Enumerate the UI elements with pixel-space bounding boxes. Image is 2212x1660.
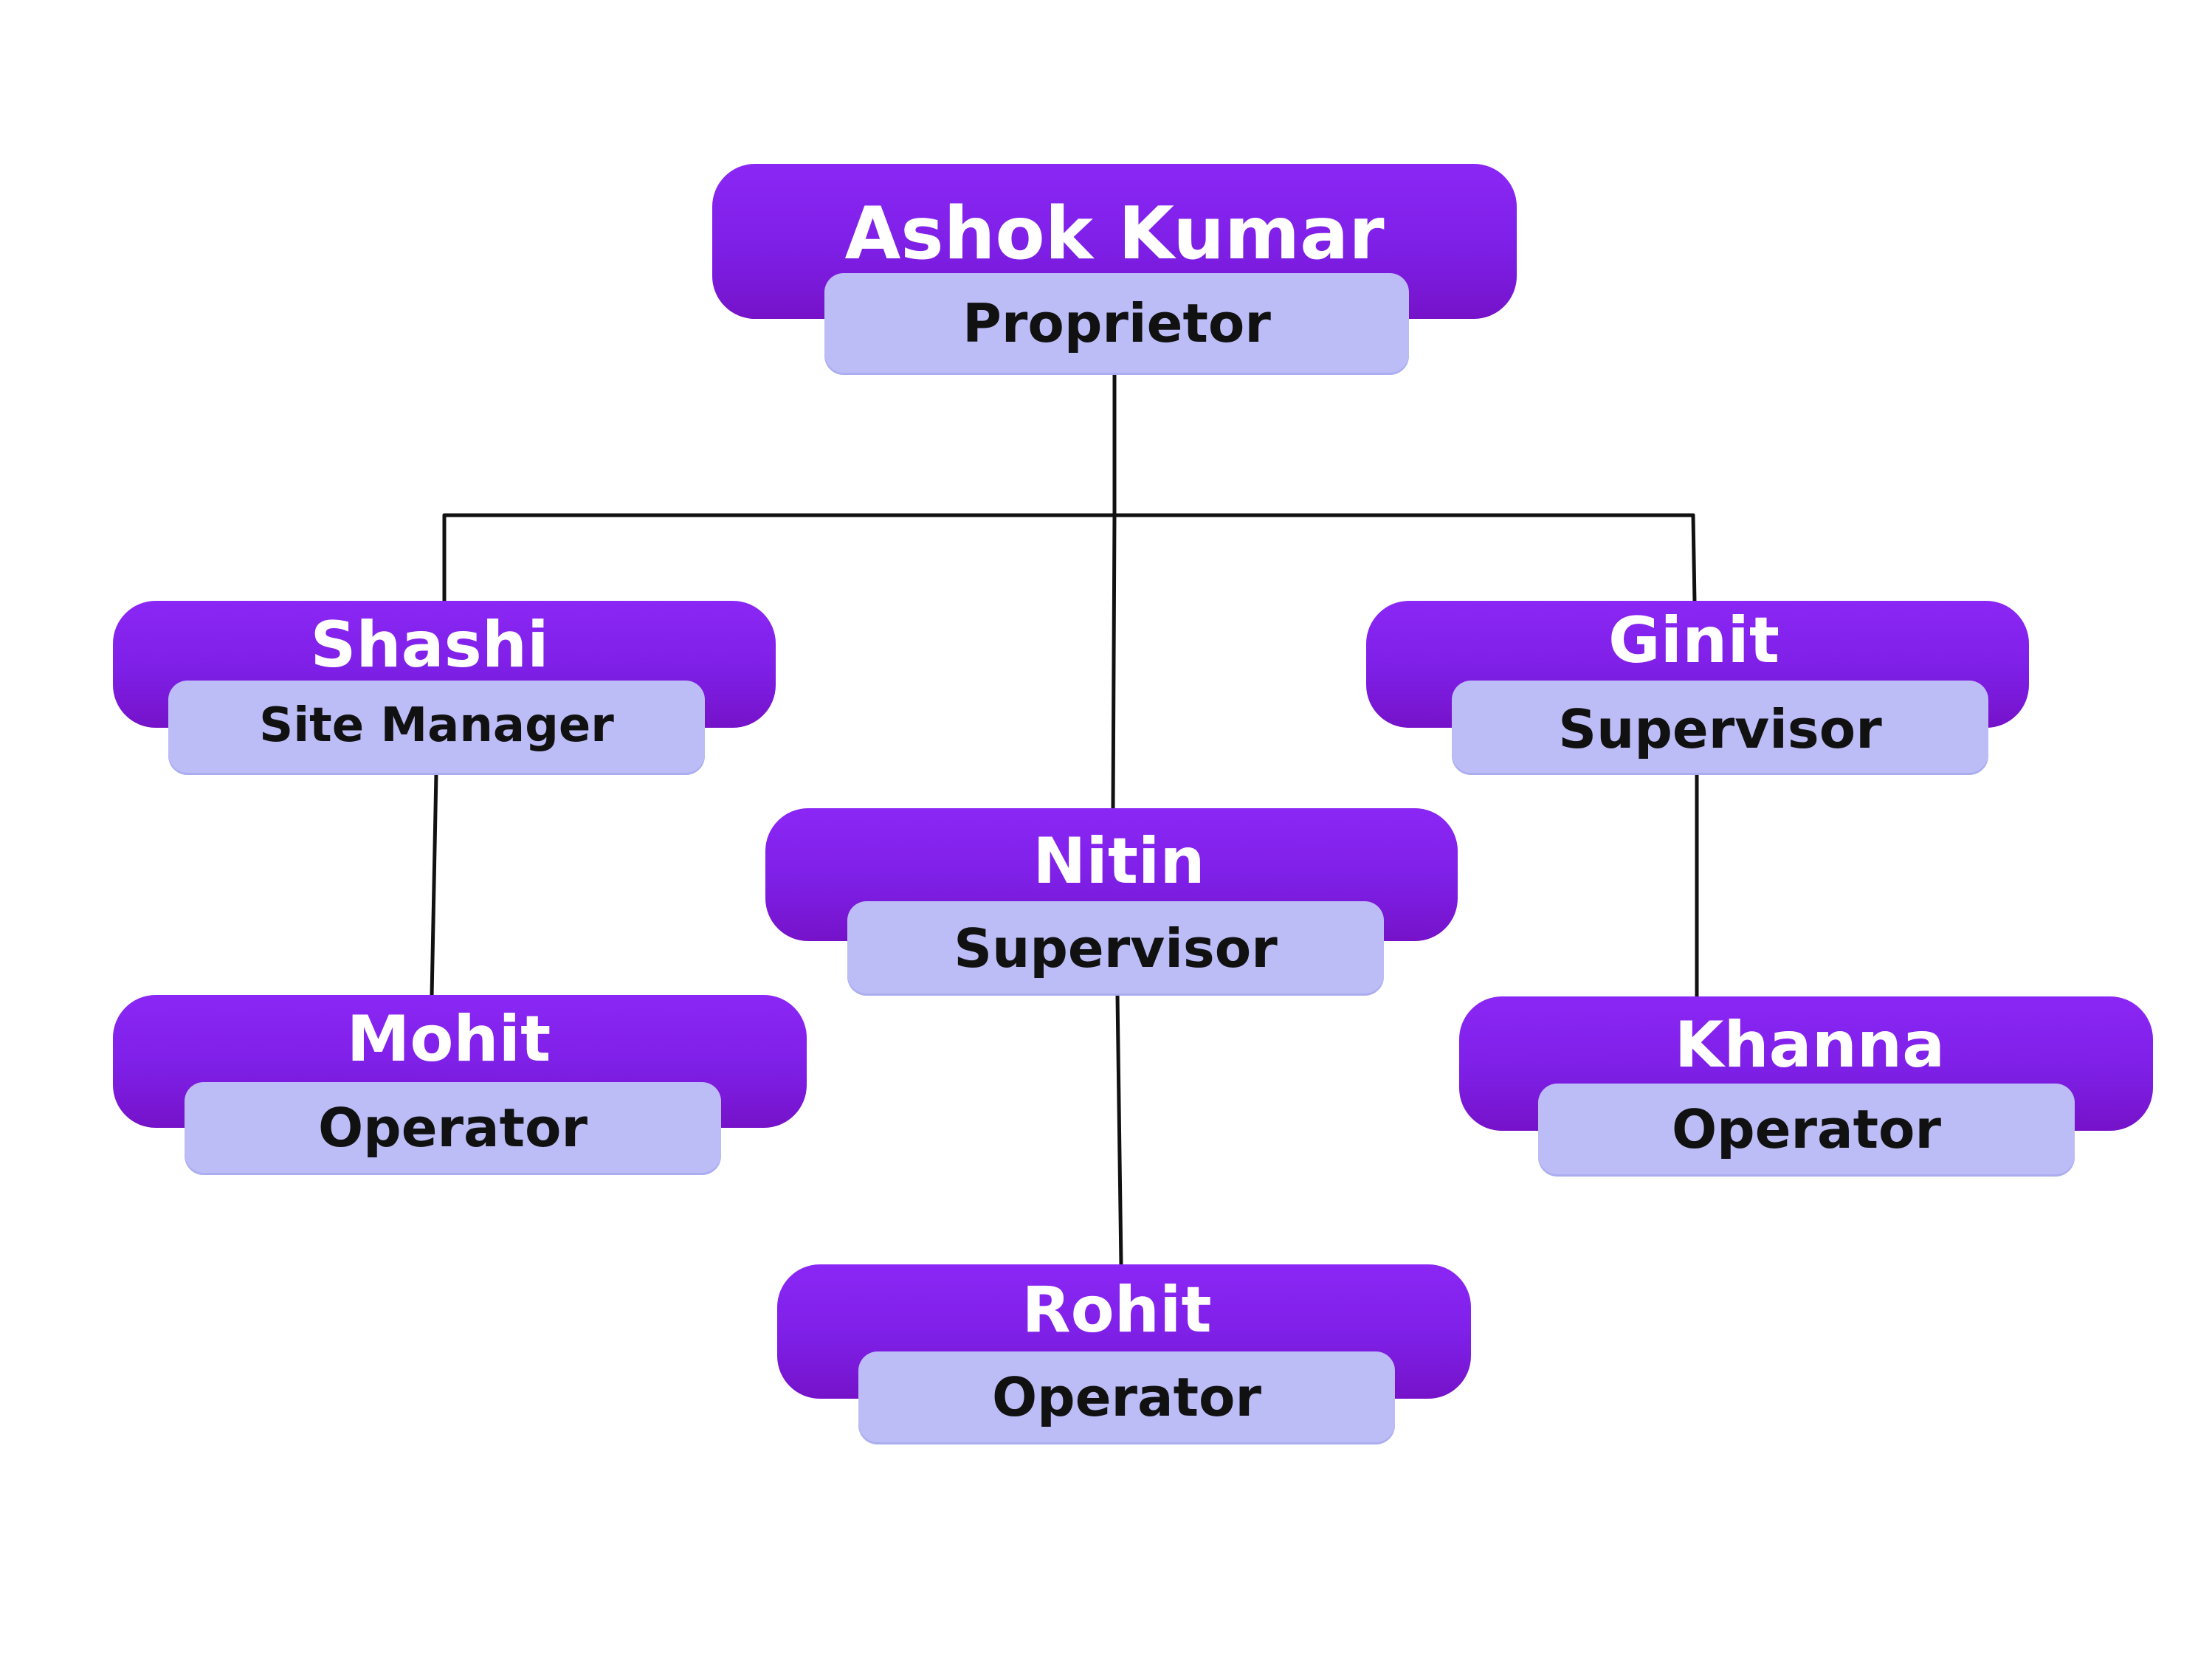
connector-shashi-mohit bbox=[430, 771, 438, 999]
node-name: Ashok Kumar bbox=[844, 192, 1385, 276]
node-ginit: Ginit Supervisor bbox=[1366, 601, 2029, 775]
node-role: Proprietor bbox=[962, 292, 1271, 354]
node-name: Shashi bbox=[310, 608, 549, 682]
node-nitin: Nitin Supervisor bbox=[765, 808, 1458, 996]
node-name: Ginit bbox=[1608, 604, 1779, 678]
role-pill: Operator bbox=[858, 1351, 1395, 1444]
node-role: Supervisor bbox=[954, 917, 1278, 979]
node-rohit: Rohit Operator bbox=[777, 1264, 1471, 1444]
node-name: Rohit bbox=[1021, 1273, 1212, 1347]
role-pill: Site Manager bbox=[168, 681, 705, 775]
role-pill: Operator bbox=[185, 1082, 721, 1175]
node-role: Operator bbox=[991, 1366, 1262, 1428]
role-pill: Supervisor bbox=[1452, 681, 1988, 775]
connector-nitin-rohit bbox=[1115, 993, 1123, 1267]
node-role: Site Manager bbox=[259, 698, 614, 753]
node-ashok-kumar: Ashok Kumar Proprietor bbox=[712, 164, 1517, 376]
node-name: Khanna bbox=[1674, 1008, 1946, 1082]
role-pill: Operator bbox=[1538, 1084, 2075, 1177]
role-pill: Supervisor bbox=[847, 901, 1384, 996]
node-khanna: Khanna Operator bbox=[1459, 996, 2153, 1177]
connector-to-nitin bbox=[1111, 513, 1117, 811]
node-name: Nitin bbox=[1033, 824, 1205, 898]
role-pill: Proprietor bbox=[824, 273, 1409, 375]
node-shashi: Shashi Site Manager bbox=[113, 601, 776, 775]
connector-to-ginit bbox=[1691, 513, 1697, 605]
node-role: Operator bbox=[317, 1097, 588, 1159]
node-mohit: Mohit Operator bbox=[113, 995, 807, 1175]
node-role: Operator bbox=[1671, 1098, 1942, 1160]
node-role: Supervisor bbox=[1558, 698, 1882, 760]
node-name: Mohit bbox=[346, 1002, 551, 1076]
